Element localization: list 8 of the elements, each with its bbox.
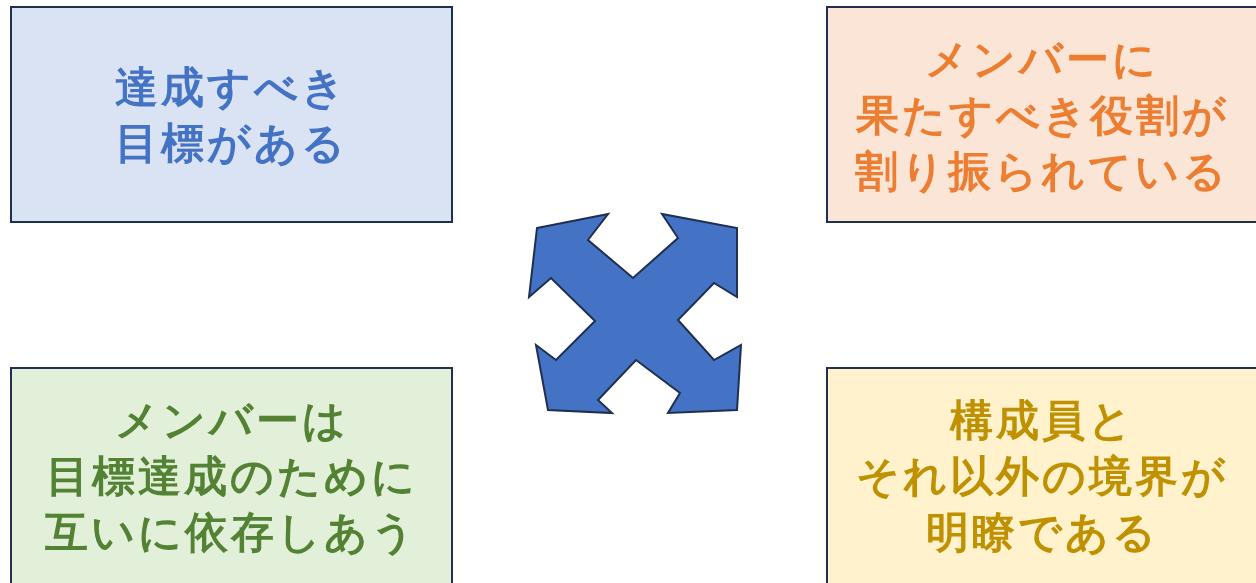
box-text: 達成すべき目標がある — [115, 60, 348, 170]
box-text: メンバーに果たすべき役割が割り振られている — [855, 32, 1229, 198]
text-box — [10, 6, 453, 223]
text-box — [826, 367, 1256, 583]
box-text: メンバーは目標達成のために互いに依存しあう — [45, 394, 418, 559]
box-text: 構成員とそれ以外の境界が明瞭である — [856, 394, 1228, 559]
text-box — [10, 367, 453, 583]
text-box — [826, 6, 1256, 223]
